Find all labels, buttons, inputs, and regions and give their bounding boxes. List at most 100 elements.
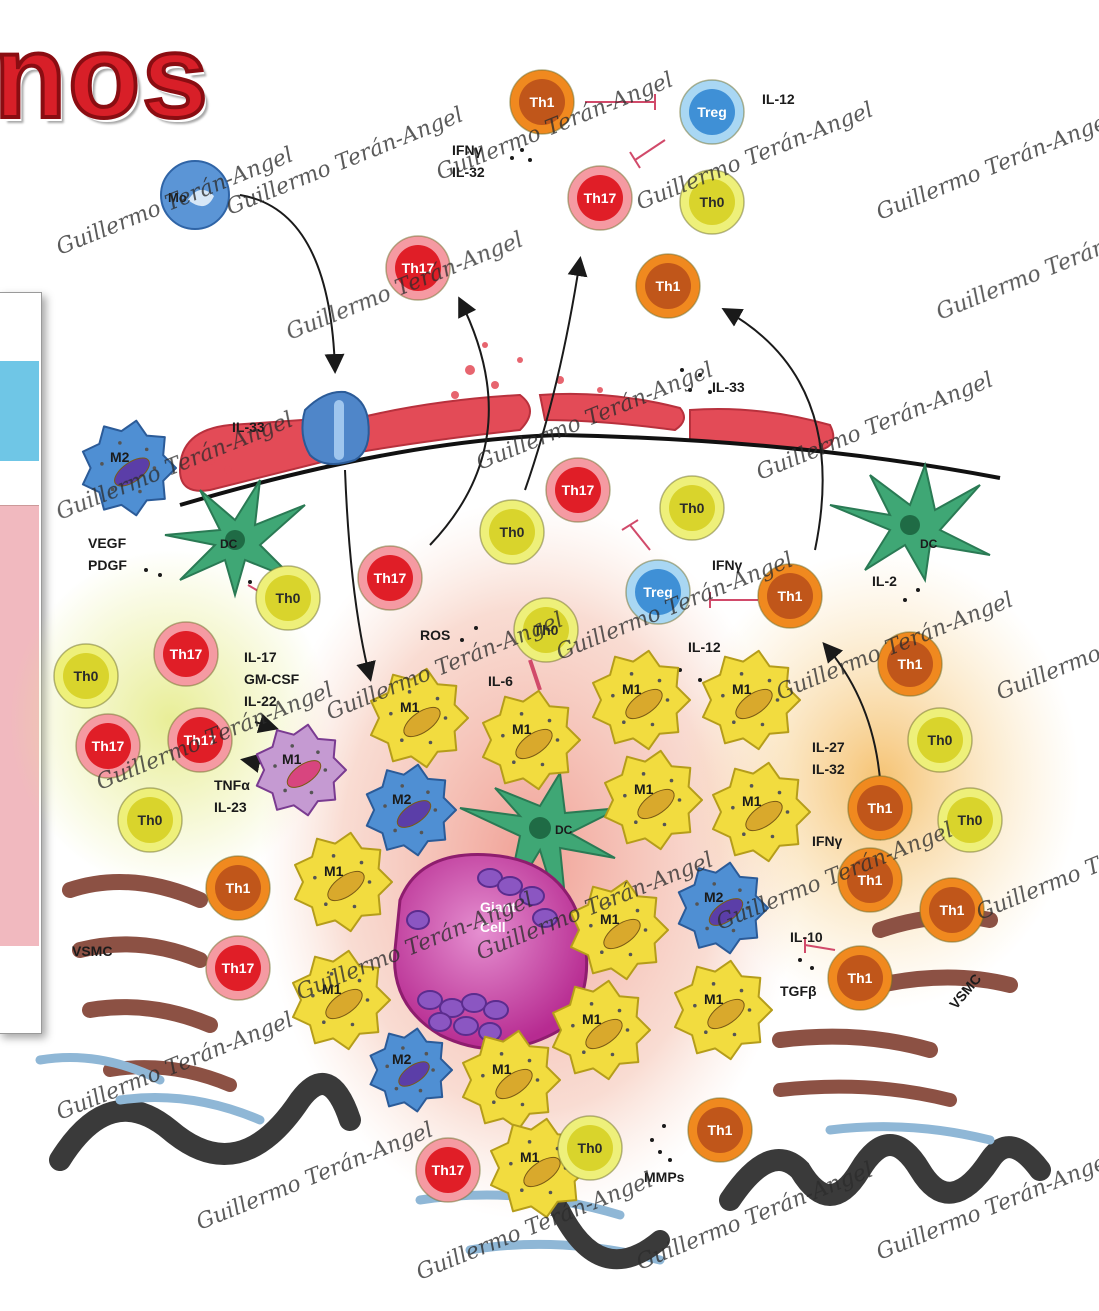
lymphocyte-label: Th1 — [848, 970, 873, 986]
macrophage-label: M1 — [400, 699, 420, 715]
svg-text:Mo: Mo — [168, 190, 187, 205]
macrophage-label: M2 — [392, 1051, 412, 1067]
lymphocyte-th0-3: Th0 — [679, 169, 745, 235]
lymphocyte-th1-19: Th1 — [877, 631, 943, 697]
lymphocyte-label: Th0 — [680, 500, 705, 516]
lymphocyte-label: Th0 — [958, 812, 983, 828]
macrophage-label: M1 — [520, 1149, 540, 1165]
lymphocyte-th0-18: Th0 — [117, 787, 183, 853]
macrophage-label: M2 — [110, 449, 130, 465]
lymphocyte-label: Th1 — [898, 656, 923, 672]
macrophage-m1-5: M1 — [712, 761, 811, 863]
lymphocyte-label: Th17 — [374, 570, 407, 586]
label-il12-mid: IL-12 — [688, 639, 721, 655]
lymphocyte-label: Th1 — [858, 872, 883, 888]
lymphocyte-th1-21: Th1 — [847, 775, 913, 841]
title-fragment: nos — [0, 11, 210, 143]
lymphocyte-label: Th17 — [222, 960, 255, 976]
macrophage-m1-3: M1 — [702, 649, 801, 751]
dc-top-label: DC — [220, 537, 238, 551]
macrophage-m2-top: M2 — [81, 419, 177, 517]
label-ros: ROS — [420, 627, 450, 643]
lymphocyte-th1-11: Th1 — [757, 563, 823, 629]
lymphocyte-label: Th1 — [940, 902, 965, 918]
macrophage-label: M1 — [634, 781, 654, 797]
macrophage-m1-7: M1 — [292, 949, 391, 1051]
label-mmps: MMPs — [644, 1169, 685, 1185]
watermark-4: Guillermo Terán-Angel — [873, 108, 1099, 226]
lymphocyte-th17-6: Th17 — [545, 457, 611, 523]
macrophage-label: M1 — [622, 681, 642, 697]
lymphocyte-th0-8: Th0 — [479, 499, 545, 565]
label-il12-top: IL-12 — [762, 91, 795, 107]
label-vsmc-left: VSMC — [72, 943, 112, 959]
label-il33-left: IL-33 — [232, 419, 265, 435]
lymphocyte-label: Th0 — [928, 732, 953, 748]
lymphocyte-th1-25: Th1 — [919, 877, 985, 943]
lymphocyte-label: Treg — [643, 584, 673, 600]
watermark-9: Guillermo Terán-Angel — [933, 208, 1099, 326]
lymphocyte-label: Th0 — [500, 524, 525, 540]
transmigrating-monocyte — [301, 390, 370, 465]
dc-right-label: DC — [920, 537, 938, 551]
watermark-15: Guillermo Terán-Angel — [53, 1008, 297, 1126]
lymphocyte-th0-20: Th0 — [907, 707, 973, 773]
macrophage-label: M1 — [582, 1011, 602, 1027]
watermark-20: Guillermo Terán-Angel — [193, 1118, 437, 1236]
lymphocyte-th1-26: Th1 — [827, 945, 893, 1011]
macrophage-label: M1 — [282, 751, 302, 767]
label-ifng-mid: IFNγ — [712, 557, 743, 573]
lymphocyte-th1-5: Th1 — [635, 253, 701, 319]
monocyte: Mo — [160, 160, 230, 230]
lymphocyte-label: Th17 — [584, 190, 617, 206]
lymphocyte-th0-13: Th0 — [513, 597, 579, 663]
macrophage-label: M1 — [600, 911, 620, 927]
macrophage-m2-center: M2 — [365, 763, 457, 857]
macrophage-label: M2 — [392, 791, 412, 807]
lymphocyte-th0-7: Th0 — [659, 475, 725, 541]
lymphocyte-label: Th17 — [170, 646, 203, 662]
migration-arrows — [239, 194, 883, 841]
macrophage-m1-0: M1 — [370, 667, 469, 769]
macrophage-m1-2: M1 — [592, 649, 691, 751]
label-ifng-right: IFNγ — [812, 833, 843, 849]
lymphocyte-th17-28: Th17 — [415, 1137, 481, 1203]
macrophage-label: M1 — [512, 721, 532, 737]
macrophage-m1-1: M1 — [482, 689, 581, 791]
lymphocyte-label: Th0 — [534, 622, 559, 638]
lymphocyte-label: Th0 — [138, 812, 163, 828]
inhibition-lines — [247, 94, 836, 953]
lymphocyte-label: Th0 — [276, 590, 301, 606]
lymphocyte-label: Th0 — [700, 194, 725, 210]
lymphocyte-label: Th0 — [74, 668, 99, 684]
label-il33-right: IL-33 — [712, 379, 745, 395]
lymphocyte-label: Th17 — [92, 738, 125, 754]
lymphocyte-treg-10: Treg — [625, 559, 691, 625]
lymphocyte-th17-16: Th17 — [75, 713, 141, 779]
macrophage-m1-11: M1 — [462, 1029, 561, 1131]
lymphocyte-th1-30: Th1 — [687, 1097, 753, 1163]
inset-blue-region — [0, 361, 39, 461]
label-il10: IL-10 — [790, 929, 823, 945]
macrophage-m1-9: M1 — [674, 959, 773, 1061]
lymphocyte-label: Th17 — [432, 1162, 465, 1178]
dendritic-cells — [164, 461, 991, 949]
macrophage-label: M1 — [732, 681, 752, 697]
lymphocyte-label: Th1 — [656, 278, 681, 294]
label-il2: IL-2 — [872, 573, 897, 589]
lymphocyte-th17-2: Th17 — [567, 165, 633, 231]
macrophage-label: M1 — [324, 863, 344, 879]
lymphocyte-th17-9: Th17 — [357, 545, 423, 611]
lymphocyte-th17-15: Th17 — [153, 621, 219, 687]
vascular-smooth-muscle — [35, 874, 1051, 1270]
giant-cell — [393, 853, 589, 1051]
